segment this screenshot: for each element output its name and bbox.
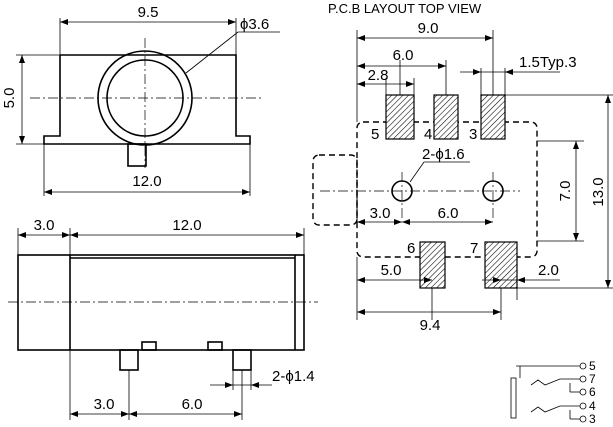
pcb-pad-3 [480, 94, 506, 140]
schematic-pin-6: 6 [589, 385, 596, 399]
front-width-bottom-label: 12.0 [132, 173, 161, 190]
pin-label-3: 3 [469, 126, 477, 143]
schematic-pin-5: 5 [589, 359, 596, 373]
front-height-label: 5.0 [1, 88, 18, 109]
pin-label-7: 7 [470, 240, 478, 257]
pcb-bottom-span-label: 9.4 [420, 317, 441, 334]
pcb-inner-label: 6.0 [393, 47, 414, 64]
pcb-pad-5 [385, 94, 415, 140]
pcb-height-total-label: 13.0 [590, 177, 607, 206]
pcb-span-label: 9.0 [418, 20, 439, 37]
pcb-pad-7 [484, 241, 518, 289]
pcb-pad-width-label: 2.8 [368, 67, 389, 84]
pcb-bottom-left-label: 5.0 [381, 262, 402, 279]
side-pin-spacing-label: 6.0 [182, 396, 203, 413]
pcb-pad-6 [419, 241, 446, 289]
pcb-pad-4 [433, 94, 459, 140]
pcb-layout: P.C.B LAYOUT TOP VIEW 5 4 3 6 7 2-ϕ1.6 3… [312, 1, 613, 334]
pcb-pad-pitch-label: 1.5Typ.3 [519, 54, 577, 71]
side-pin-pos-label: 3.0 [94, 396, 115, 413]
pin-label-6: 6 [407, 240, 415, 257]
pcb-holes-label: 2-ϕ1.6 [422, 146, 465, 163]
pcb-hole-spacing-label: 6.0 [438, 205, 459, 222]
side-pin-dia-label: 2-ϕ1.4 [272, 368, 315, 385]
side-left-len-label: 3.0 [34, 217, 55, 234]
pin-label-4: 4 [424, 126, 432, 143]
pcb-height-inner-label: 7.0 [557, 181, 574, 202]
pcb-title: P.C.B LAYOUT TOP VIEW [328, 1, 482, 16]
schematic-pin-7: 7 [589, 372, 596, 386]
pcb-hole-offset-label: 3.0 [370, 205, 391, 222]
schematic-pin-4: 4 [589, 399, 596, 413]
side-body-len-label: 12.0 [172, 217, 201, 234]
front-view: 9.5 ϕ3.6 5.0 12.0 [1, 4, 280, 196]
pcb-bottom-right-label: 2.0 [538, 262, 559, 279]
side-view: 3.0 12.0 3.0 6.0 2-ϕ1.4 [8, 217, 318, 420]
schematic-pin-3: 3 [589, 412, 596, 426]
pin-label-5: 5 [371, 126, 379, 143]
front-width-top-label: 9.5 [138, 4, 159, 21]
jack-schematic: 5 7 6 4 3 [510, 359, 596, 426]
front-hole-dia-label: ϕ3.6 [240, 16, 269, 33]
